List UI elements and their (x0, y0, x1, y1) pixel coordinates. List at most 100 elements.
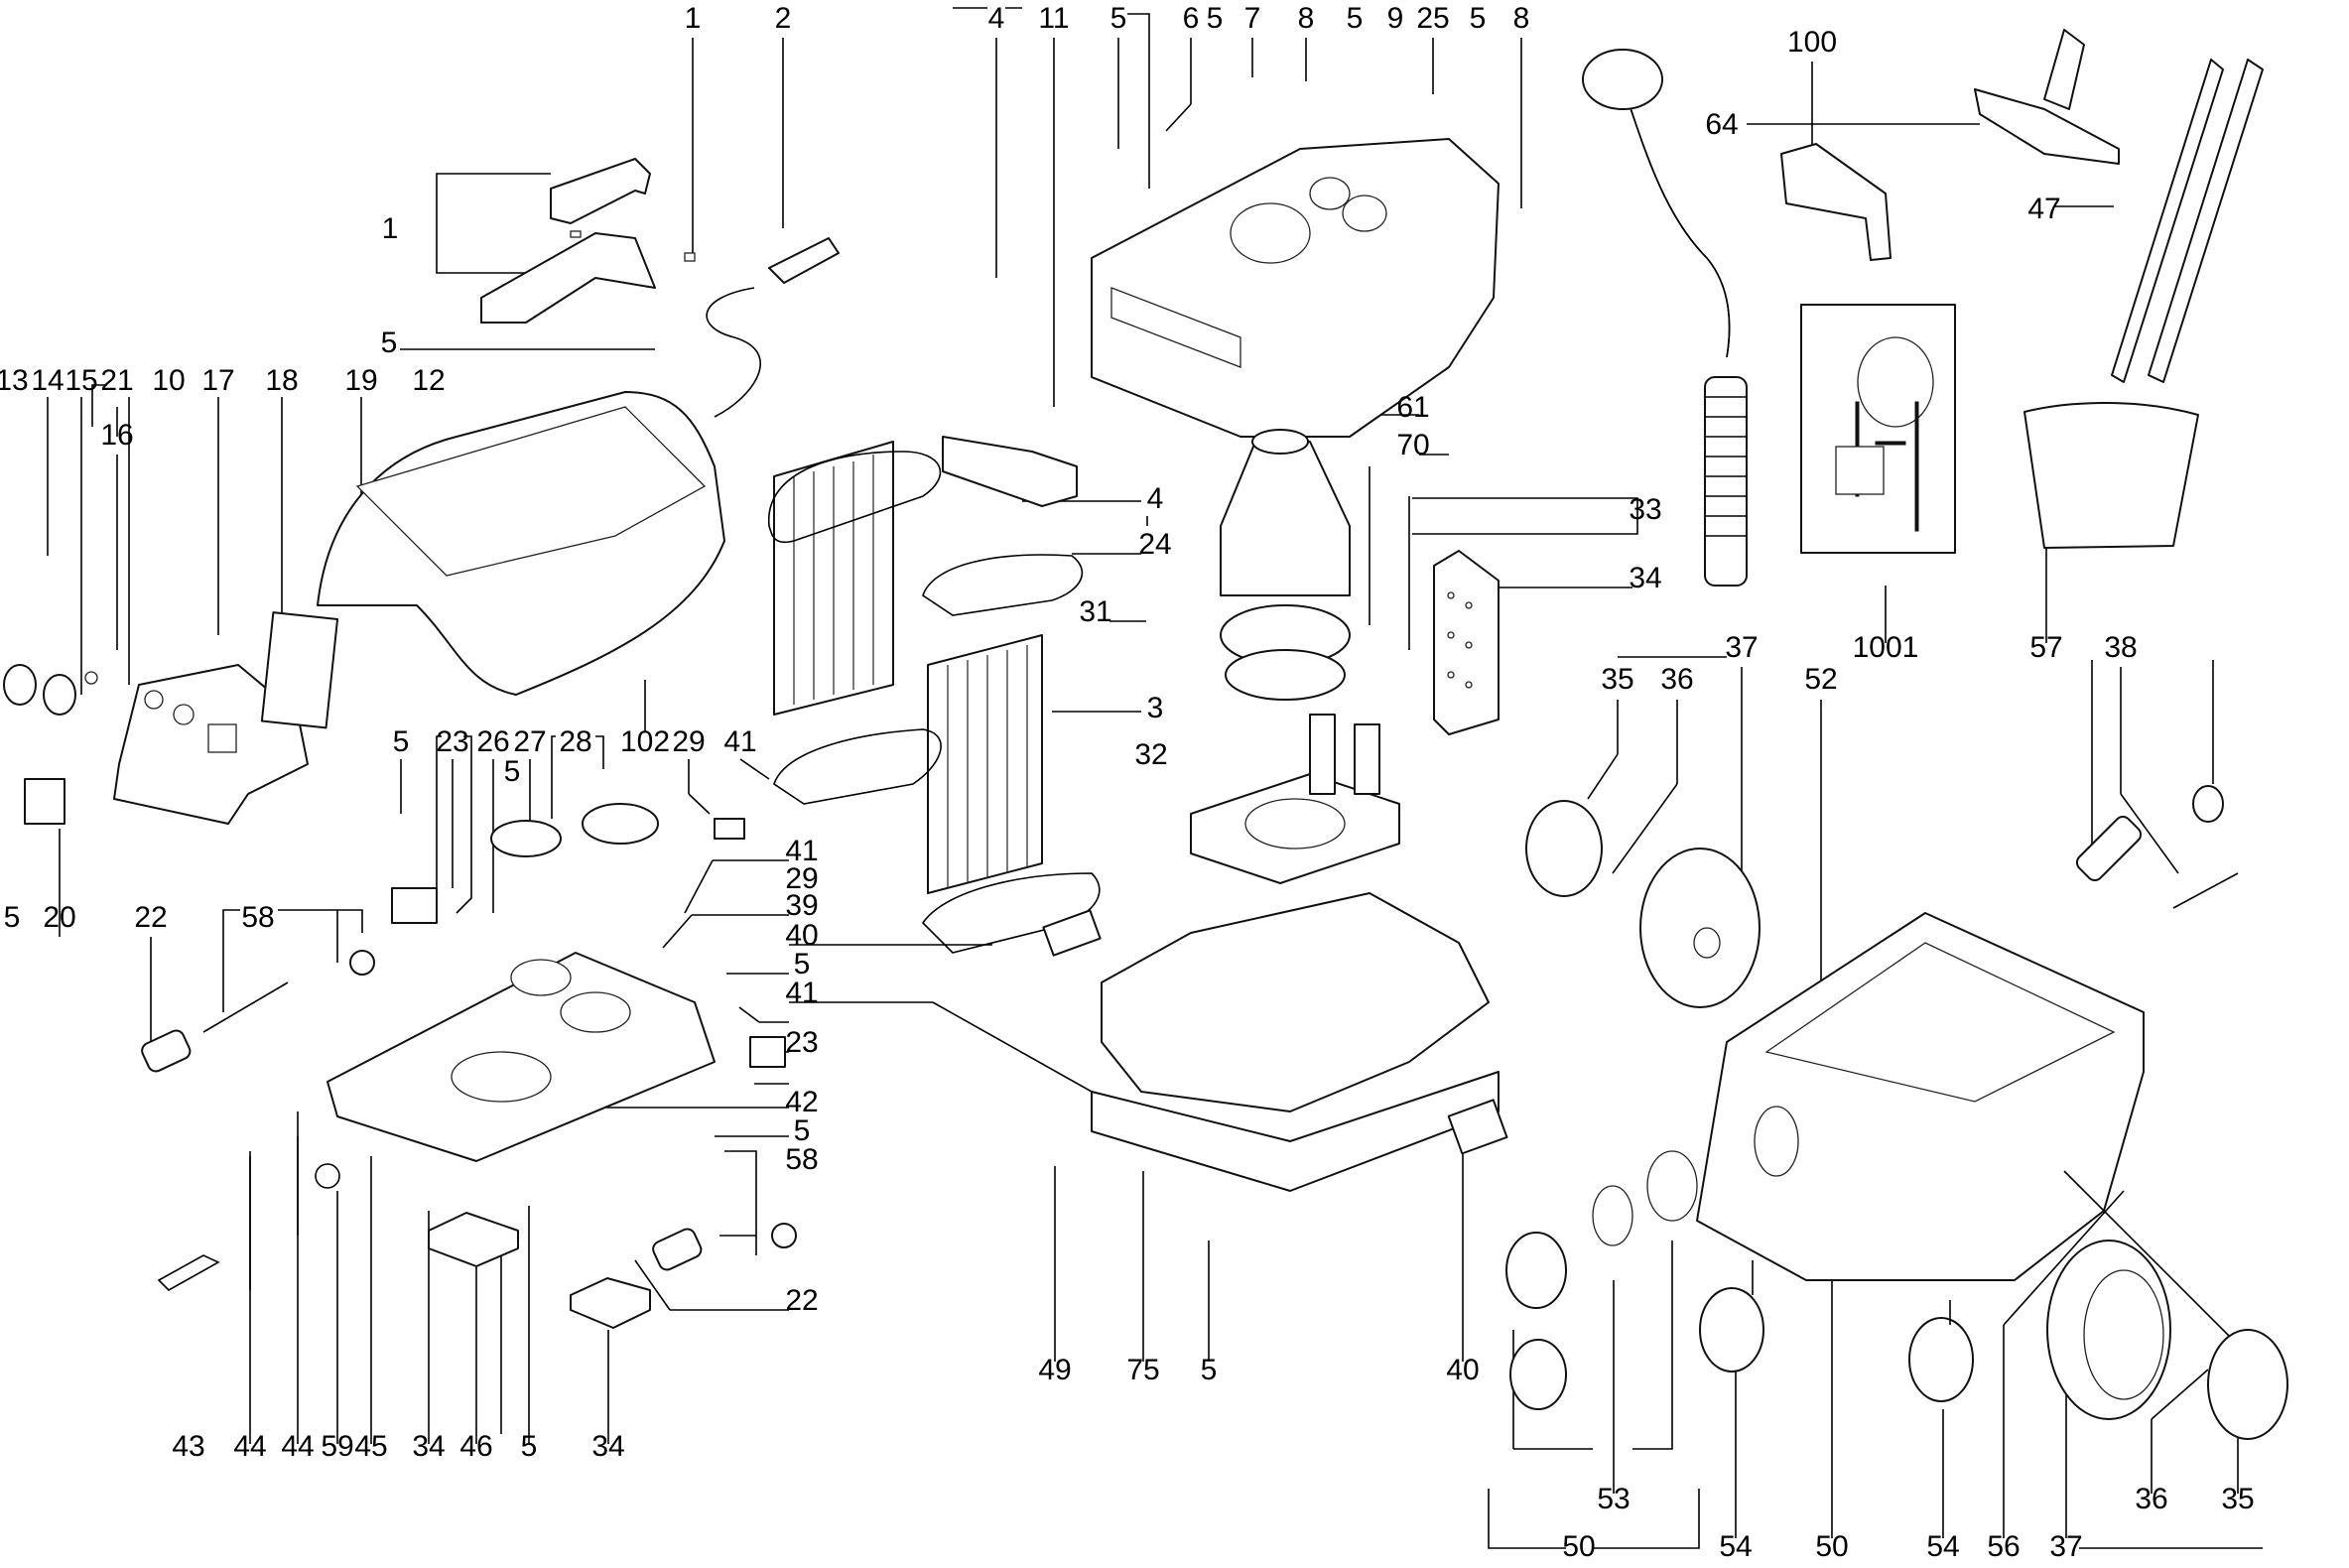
part-label-40a: 40 (785, 919, 818, 952)
part-label-9: 9 (1387, 2, 1404, 35)
foam-blocks (428, 1212, 651, 1329)
part-label-28: 28 (559, 725, 591, 758)
latch-left (1042, 909, 1102, 957)
float-valve (141, 950, 797, 1271)
part-label-57: 57 (2029, 631, 2062, 664)
part-label-54a: 54 (1719, 1530, 1752, 1563)
part-label-34c: 34 (591, 1430, 624, 1463)
part-label-6: 6 (1183, 2, 1200, 35)
part-label-46: 46 (459, 1430, 492, 1463)
part-label-41a: 41 (723, 725, 756, 758)
part-label-52: 52 (1804, 663, 1837, 696)
part-label-10: 10 (152, 364, 185, 397)
part-label-61: 61 (1396, 391, 1429, 424)
part-label-3: 3 (1147, 692, 1164, 724)
part-label-41c: 41 (785, 977, 818, 1009)
motor-base-housing (1190, 714, 1400, 884)
part-label-5b: 5 (1207, 2, 1224, 35)
part-label-33: 33 (1629, 493, 1661, 526)
part-label-50a: 50 (1562, 1530, 1595, 1563)
rods (157, 1111, 340, 1291)
part-label-54c: 54 (1926, 1530, 1959, 1563)
collection-bag (2023, 402, 2199, 549)
part-label-70: 70 (1396, 429, 1429, 461)
part-label-16: 16 (100, 419, 133, 452)
part-label-8b: 8 (1513, 2, 1530, 35)
part-label-26: 26 (476, 725, 509, 758)
part-label-5j: 5 (794, 1114, 811, 1147)
part-label-58a: 58 (241, 901, 274, 934)
casters (1699, 1260, 1974, 1402)
power-cord (706, 237, 840, 418)
part-label-11: 11 (1038, 2, 1069, 35)
part-label-17: 17 (201, 364, 234, 397)
part-label-8a: 8 (1298, 2, 1315, 35)
filter-holder (942, 436, 1078, 507)
part-label-102: 102 (620, 725, 670, 758)
part-label-41b: 41 (785, 835, 818, 867)
part-label-36b: 36 (2135, 1483, 2167, 1515)
part-label-13: 13 (0, 364, 29, 397)
suction-hose (1582, 49, 1748, 587)
part-label-20: 20 (43, 901, 75, 934)
part-label-21: 21 (100, 364, 133, 397)
part-label-5d: 5 (1470, 2, 1487, 35)
part-label-2: 2 (775, 2, 792, 35)
part-label-35a: 35 (1601, 663, 1633, 696)
extension-tubes (2111, 59, 2264, 383)
filter-cartridges (773, 441, 1043, 894)
part-label-75: 75 (1126, 1354, 1159, 1386)
part-label-37b: 37 (2049, 1530, 2082, 1563)
part-label-35b: 35 (2221, 1483, 2254, 1515)
part-label-56: 56 (1987, 1530, 2020, 1563)
top-cover (317, 391, 725, 696)
part-label-5k: 5 (1201, 1354, 1218, 1386)
part-label-18: 18 (265, 364, 298, 397)
part-label-38: 38 (2104, 631, 2137, 664)
part-label-49: 49 (1038, 1354, 1071, 1386)
part-label-100: 100 (1787, 26, 1837, 59)
part-label-36a: 36 (1660, 663, 1693, 696)
part-label-29b: 29 (785, 862, 818, 895)
part-label-5i: 5 (794, 948, 811, 980)
part-label-34a: 34 (1629, 562, 1661, 594)
part-label-42: 42 (785, 1086, 818, 1118)
part-label-22b: 22 (785, 1284, 818, 1317)
part-label-53: 53 (1597, 1483, 1630, 1515)
switch-panel (113, 664, 309, 825)
part-label-44a: 44 (233, 1430, 266, 1463)
part-label-19: 19 (344, 364, 377, 397)
part-label-39: 39 (785, 889, 818, 922)
rear-wheel-bottom (2046, 1240, 2288, 1440)
part-label-45: 45 (354, 1430, 387, 1463)
part-label-22a: 22 (134, 901, 167, 934)
part-label-50b: 50 (1815, 1530, 1848, 1563)
housing-frame (1091, 892, 1500, 1192)
accessory-clip (1780, 143, 1892, 261)
part-label-58b: 58 (785, 1143, 818, 1176)
part-label-32: 32 (1134, 738, 1167, 771)
part-label-25: 25 (1416, 2, 1449, 35)
part-label-4b: 4 (1147, 482, 1164, 515)
foam-filter-pad (1433, 550, 1500, 735)
inlet-connector (1505, 1150, 1698, 1410)
part-label-37a: 37 (1725, 631, 1758, 664)
collection-tank (1696, 912, 2145, 1281)
part-label-1b: 1 (382, 212, 399, 245)
part-label-5l: 5 (521, 1430, 538, 1463)
part-label-59: 59 (321, 1430, 353, 1463)
motor-screws (1369, 466, 1410, 650)
knobs (3, 664, 98, 825)
part-label-7: 7 (1244, 2, 1261, 35)
part-label-14: 14 (31, 364, 64, 397)
motor-head-housing (1091, 138, 1500, 438)
latch-right (1447, 1099, 1508, 1155)
part-label-40b: 40 (1446, 1354, 1479, 1386)
part-label-5f: 5 (393, 725, 410, 758)
part-label-5c: 5 (1347, 2, 1364, 35)
rear-wheel-top (1525, 800, 1761, 1008)
part-label-5g: 5 (504, 755, 521, 788)
part-label-27: 27 (513, 725, 546, 758)
